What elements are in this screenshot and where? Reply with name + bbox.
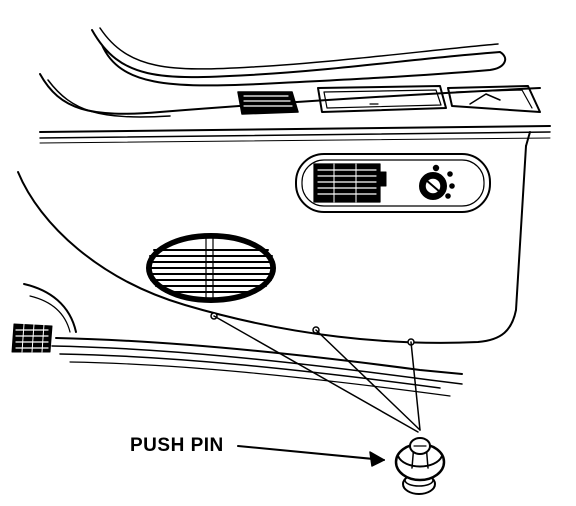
push-pin-label: PUSH PIN <box>130 435 224 456</box>
speaker-grille <box>146 233 276 303</box>
left-console-edge <box>11 283 77 353</box>
floor-trim-lines <box>51 337 463 397</box>
push-pin-leader-lines <box>213 315 421 433</box>
control-pod <box>295 153 491 213</box>
upper-vents <box>237 85 541 115</box>
dash-molding-lines <box>39 125 551 144</box>
push-pin-pointer-arrow <box>237 445 385 467</box>
control-knob-icon <box>419 164 455 200</box>
dashboard-top-edge <box>39 27 541 118</box>
lower-trim-panel <box>17 131 531 344</box>
push-pin-icon <box>394 437 446 495</box>
